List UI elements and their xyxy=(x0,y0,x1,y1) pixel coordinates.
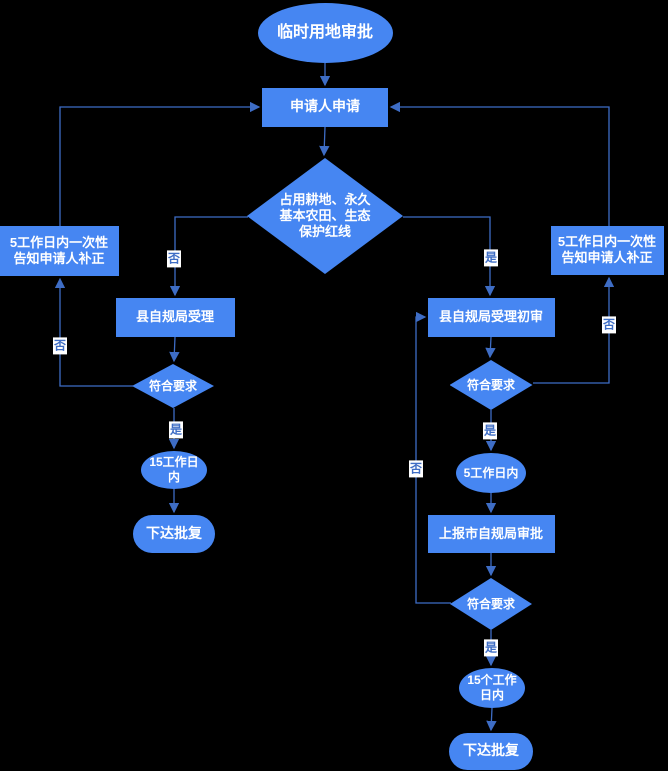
node-report-city: 上报市自规局审批 xyxy=(427,515,555,553)
edge-days15R-to-approve xyxy=(486,707,497,732)
edge-notifyL-to-apply xyxy=(59,101,261,226)
node-days15-right: 15个工作 日内 xyxy=(459,668,525,708)
edge-check1-no-up xyxy=(533,276,615,384)
edge-label-checkL-yes: 是 xyxy=(168,421,184,439)
edge-check2-no-back xyxy=(415,311,451,604)
node-days15-left: 15工作日 内 xyxy=(141,451,207,489)
edge-checkL-no-up xyxy=(54,277,133,387)
edge-label-check2-yes: 是 xyxy=(483,639,499,657)
edge-decision-no-left xyxy=(169,216,248,297)
edge-apply-to-decision xyxy=(319,126,330,157)
node-days5-right: 5工作日内 xyxy=(456,453,526,493)
edge-label-check1-no-up: 否 xyxy=(601,316,617,334)
edge-notifyR-to-apply xyxy=(389,101,610,226)
edge-decision-yes-right xyxy=(403,216,496,297)
edge-label-check2-no-back: 否 xyxy=(408,460,424,478)
edge-label-decision-yes-right: 是 xyxy=(483,249,499,267)
node-start: 临时用地审批 xyxy=(257,3,393,63)
edge-accept-to-check xyxy=(169,336,180,363)
node-approve-right: 下达批复 xyxy=(449,732,533,770)
node-notify-left: 5工作日内一次性 告知申请人补正 xyxy=(0,226,119,276)
edge-label-checkL-no-up: 否 xyxy=(52,337,68,355)
node-approve-left: 下达批复 xyxy=(133,515,215,553)
edge-label-decision-no-left: 否 xyxy=(166,250,182,268)
node-county-accept: 县自规局受理 xyxy=(115,297,235,337)
edge-label-check1-yes: 是 xyxy=(482,422,498,440)
node-county-initial: 县自规局受理初审 xyxy=(427,297,555,337)
edge-group xyxy=(54,63,615,732)
node-applicant-apply: 申请人申请 xyxy=(262,87,388,127)
node-notify-right: 5工作日内一次性 告知申请人补正 xyxy=(550,225,664,275)
edge-initial-to-check1 xyxy=(485,336,496,359)
